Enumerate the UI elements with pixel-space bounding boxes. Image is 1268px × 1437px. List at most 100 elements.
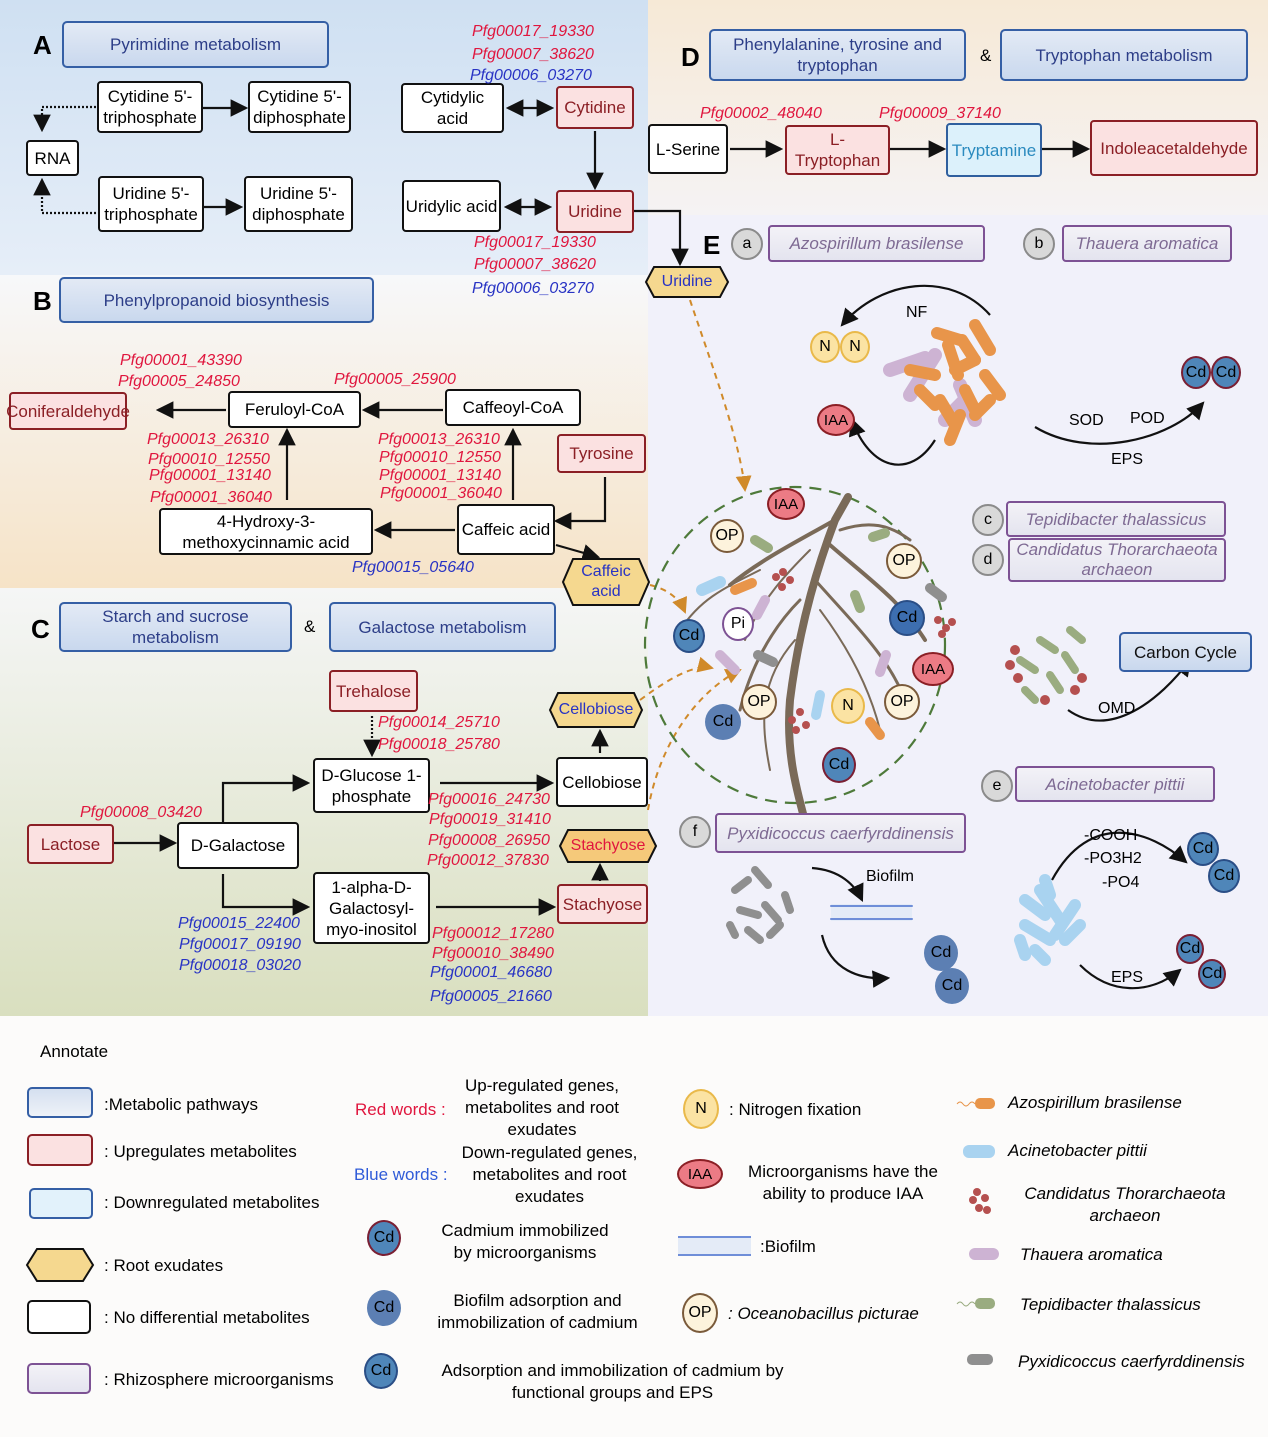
gene-label: Pfg00012_17280: [432, 925, 554, 942]
gene-label: Pfg00010_38490: [432, 945, 554, 962]
gene-label: Pfg00017_19330: [472, 23, 594, 40]
legend-cadmium-eps-icon: Cd: [364, 1353, 398, 1389]
gene-label: Pfg00002_48040: [700, 105, 822, 122]
legend-label-no-difference: : No differential metabolites: [104, 1308, 310, 1327]
legend-species-acinetobacter: Acinetobacter pittii: [1008, 1141, 1147, 1160]
legend-species-tepidibacter: Tepidibacter thalassicus: [1020, 1295, 1201, 1314]
cadmium-circle-icon: Cd: [1198, 959, 1226, 989]
node-caffeic-acid: Caffeic acid: [457, 504, 555, 555]
node-galactosyl-myo-inositol: 1-alpha-D-Galactosyl-myo-inositol: [313, 872, 430, 944]
legend-label-downregulated: : Downregulated metabolites: [104, 1193, 320, 1212]
gene-label: Pfg00007_38620: [472, 46, 594, 63]
node-uridylic-acid: Uridylic acid: [402, 180, 501, 232]
op-circle-icon: OP: [884, 684, 920, 720]
thauera-swatch-icon: [969, 1248, 999, 1260]
microbe-tag-tepidibacter: Tepidibacter thalassicus: [1006, 501, 1226, 537]
gene-label: Pfg00015_22400: [178, 915, 300, 932]
cadmium-circle-icon: Cd: [1176, 934, 1204, 964]
panel-letter-b: B: [33, 286, 52, 316]
nitrogen-circle-icon: N: [810, 331, 840, 363]
node-lactose: Lactose: [27, 824, 114, 864]
exudate-label: Cellobiose: [558, 701, 634, 718]
cadmium-biofilm-icon: Cd: [705, 704, 741, 740]
hexagon-shape-icon: [558, 829, 658, 863]
node-l-serine: L-Serine: [648, 124, 728, 174]
gene-label: Pfg00001_46680: [430, 964, 552, 981]
microbe-key-d: d: [972, 544, 1004, 576]
legend-swatch-no-difference: [27, 1300, 91, 1334]
ampersand: &: [304, 617, 316, 636]
pathway-title-phenylpropanoid: Phenylpropanoid biosynthesis: [59, 277, 374, 323]
hexagon-shape-icon: [548, 692, 644, 728]
gene-label: Pfg00005_21660: [430, 988, 552, 1005]
tepidibacter-swatch-icon: [956, 1298, 995, 1309]
gene-label: Pfg00008_26950: [428, 832, 550, 849]
pathway-title-pyrimidine: Pyrimidine metabolism: [62, 21, 329, 68]
node-uridine-triphosphate: Uridine 5'-triphosphate: [98, 176, 204, 232]
node-tryptamine: Tryptamine: [946, 123, 1042, 177]
legend-label-microorganisms: : Rhizosphere microorganisms: [104, 1370, 334, 1389]
ampersand: &: [980, 46, 992, 65]
legend-swatch-pathway: [27, 1087, 93, 1118]
cadmium-circle-icon: Cd: [1211, 356, 1241, 389]
gene-label: Pfg00007_38620: [474, 256, 596, 273]
op-circle-icon: OP: [710, 519, 744, 553]
azospirillum-swatch-icon: [956, 1098, 995, 1109]
carbon-cycle-box: Carbon Cycle: [1119, 632, 1252, 672]
acinetobacter-swatch-icon: [963, 1145, 995, 1158]
label-pod: POD: [1130, 410, 1165, 427]
cadmium-circle-icon: Cd: [889, 600, 925, 636]
legend-species-thorarchaeota: Candidatus Thorarchaeota archaeon: [1024, 1184, 1226, 1225]
node-d-glucose-1-phosphate: D-Glucose 1-phosphate: [313, 758, 430, 813]
gene-label: Pfg00001_36040: [380, 485, 502, 502]
exudate-caffeic-acid: Caffeic acid: [561, 557, 651, 607]
op-circle-icon: OP: [741, 684, 777, 720]
legend-species-swatches: [956, 1098, 999, 1365]
node-d-galactose: D-Galactose: [177, 822, 299, 869]
gene-label: Pfg00005_25900: [334, 371, 456, 388]
gene-label: Pfg00001_36040: [150, 489, 272, 506]
pathway-title-phe-tyr-trp: Phenylalanine, tyrosine and tryptophan: [709, 29, 966, 81]
legend-background: [0, 1016, 1268, 1437]
cadmium-eps-icon: Cd: [1208, 859, 1240, 893]
iaa-circle-icon: IAA: [767, 488, 805, 520]
legend-cadmium-microbe-icon: Cd: [367, 1220, 401, 1256]
microbe-key-b: b: [1023, 228, 1055, 260]
pathway-title-galactose: Galactose metabolism: [329, 602, 556, 652]
node-coniferaldehyde: Coniferaldehyde: [6, 392, 130, 430]
cadmium-circle-icon: Cd: [822, 747, 856, 783]
gene-label: Pfg00017_19330: [474, 234, 596, 251]
microbe-key-c: c: [972, 504, 1004, 536]
legend-op-desc: : Oceanobacillus picturae: [728, 1304, 919, 1323]
exudate-label: Stachyose: [570, 837, 646, 854]
gene-label: Pfg00001_43390: [120, 352, 242, 369]
cadmium-eps-icon: Cd: [1187, 832, 1219, 866]
node-cytidylic-acid: Cytidylic acid: [401, 83, 504, 133]
label-eps: EPS: [1111, 451, 1144, 468]
legend-nitrogen-icon: N: [683, 1089, 719, 1129]
gene-label: Pfg00018_03020: [179, 957, 301, 974]
node-trehalose: Trehalose: [329, 670, 418, 712]
node-rna: RNA: [26, 140, 79, 176]
legend-red-words: Red words :: [355, 1100, 446, 1119]
hexagon-shape-icon: [561, 558, 651, 606]
gene-label: Pfg00005_24850: [118, 373, 240, 390]
legend-cd1-desc: Cadmium immobilized by microorganisms: [441, 1221, 609, 1262]
microbe-tag-acinetobacter: Acinetobacter pittii: [1015, 766, 1215, 802]
legend-biofilm-icon: [678, 1236, 751, 1256]
gene-label: Pfg00015_05640: [352, 559, 474, 576]
gene-label: Pfg00001_13140: [379, 467, 501, 484]
legend-cadmium-biofilm-icon: Cd: [367, 1290, 401, 1326]
gene-label: Pfg00016_24730: [428, 791, 550, 808]
legend-swatch-microorganisms: [27, 1363, 91, 1394]
node-cytidine: Cytidine: [556, 86, 634, 129]
gene-label: Pfg00006_03270: [472, 280, 594, 297]
legend-blue-words: Blue words :: [354, 1165, 448, 1184]
node-hydroxy-methoxycinnamic-acid: 4-Hydroxy-3-methoxycinnamic acid: [159, 508, 373, 555]
label-omd: OMD: [1098, 700, 1136, 717]
pathway-title-starch-sucrose: Starch and sucrose metabolism: [59, 602, 292, 652]
gene-label: Pfg00013_26310: [147, 431, 269, 448]
node-uridine: Uridine: [556, 190, 634, 233]
node-l-tryptophan: L-Tryptophan: [785, 125, 890, 175]
legend-biofilm-desc: :Biofilm: [760, 1237, 816, 1256]
